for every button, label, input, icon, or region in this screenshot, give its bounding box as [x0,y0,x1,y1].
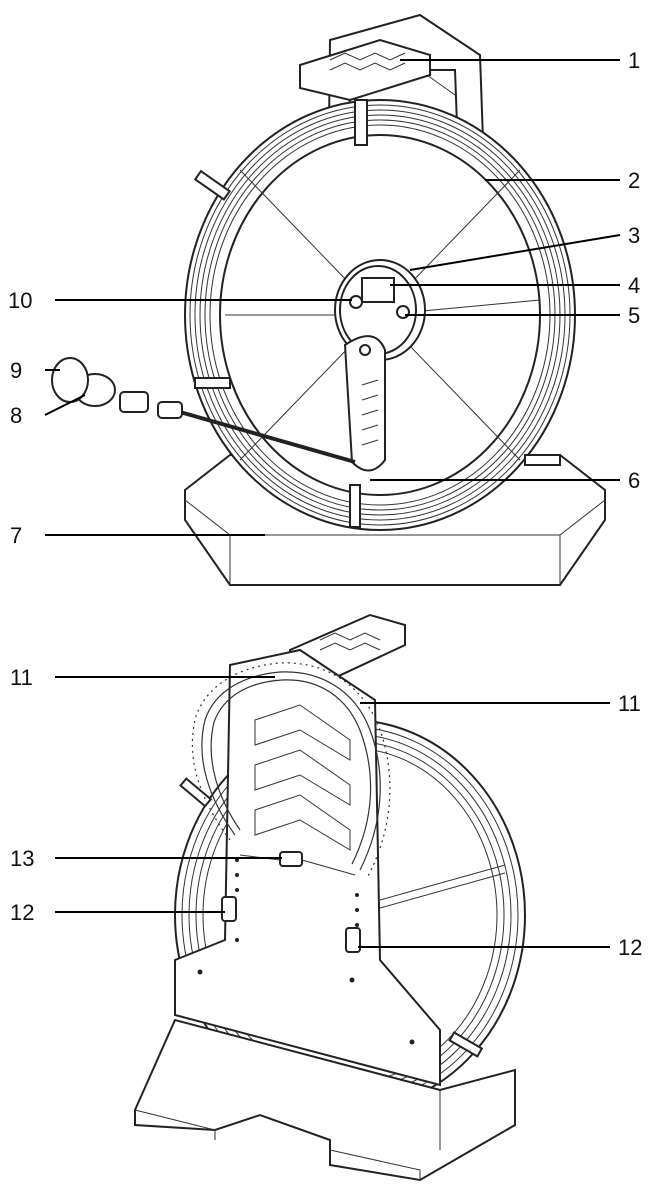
cable-connector [51,357,356,464]
callout-12b: 12 [618,935,642,960]
carry-handle [299,38,431,102]
callout-12a: 12 [10,900,34,925]
callout-9: 9 [10,358,22,383]
callout-13: 13 [10,846,34,871]
front-view: 1 2 3 4 5 6 7 8 9 10 [8,13,640,586]
crank-handle [343,335,386,472]
callout-4: 4 [628,273,640,298]
leader-3 [409,234,621,271]
callout-11a: 11 [10,665,33,690]
callout-6: 6 [628,468,640,493]
rear-frame-panel [174,648,441,1087]
callout-2: 2 [628,168,640,193]
callout-5: 5 [628,303,640,328]
rear-base [134,1018,516,1182]
leader-8 [44,394,86,416]
callout-1: 1 [628,48,640,73]
rear-view: 11 11 13 12 12 [10,613,642,1182]
callout-8: 8 [10,403,22,428]
callout-3: 3 [628,223,640,248]
callout-10: 10 [8,288,32,313]
callout-7: 7 [10,523,22,548]
callout-11b: 11 [618,691,641,716]
coiled-cord [191,662,391,877]
hooks [221,896,361,953]
